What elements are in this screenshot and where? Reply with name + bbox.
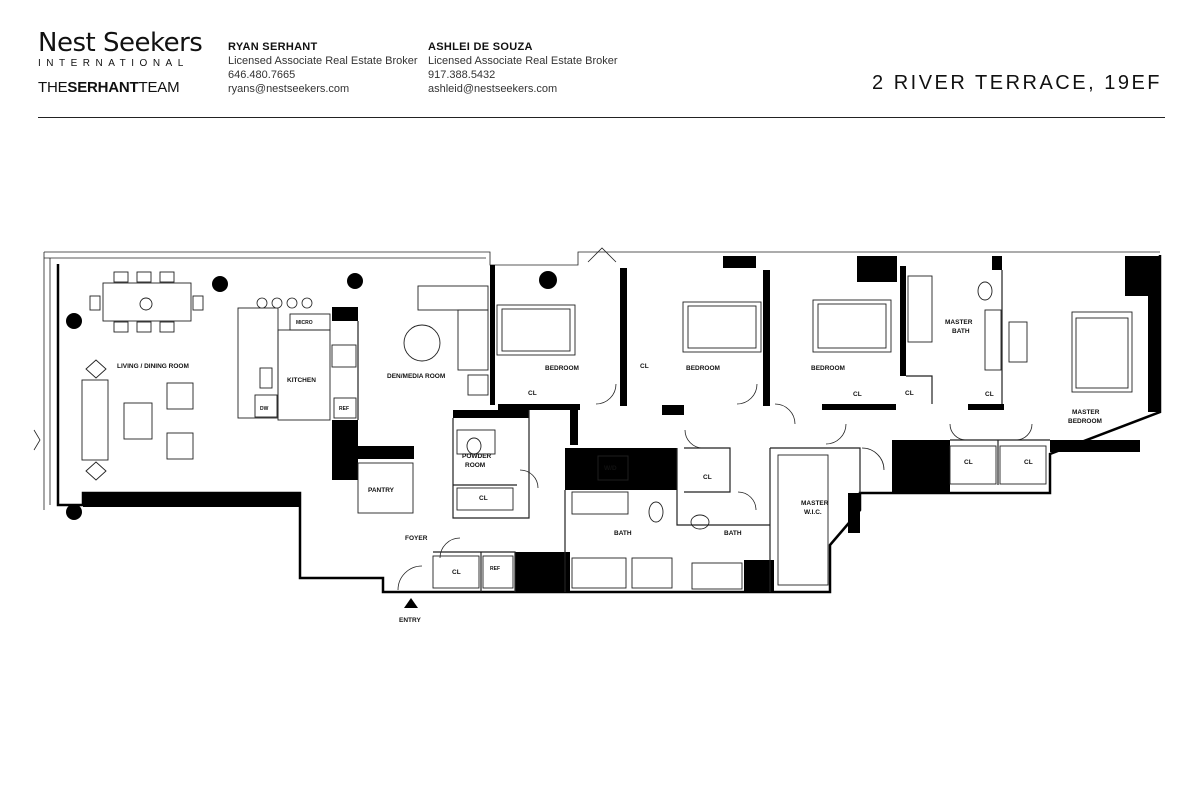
label-foyer: FOYER <box>405 535 428 542</box>
interior-walls <box>357 270 1050 592</box>
label-wic-2: W.I.C. <box>804 509 822 516</box>
agent-email: ashleid@nestseekers.com <box>428 83 558 95</box>
label-den: DEN/MEDIA ROOM <box>387 373 445 380</box>
team-name: THESERHANTTEAM <box>38 79 202 96</box>
agent-name: RYAN SERHANT <box>228 41 318 53</box>
label-cl-b3: CL <box>853 391 862 398</box>
label-cl-b1: CL <box>528 390 537 397</box>
label-bedroom-3: BEDROOM <box>811 365 845 372</box>
label-ref-foyer: REF <box>490 566 500 572</box>
brand-logo: Nest Seekers INTERNATIONAL THESERHANTTEA… <box>38 28 203 96</box>
exterior-outline <box>56 255 1162 594</box>
label-ref-kitchen: REF <box>339 406 349 412</box>
window-line <box>43 251 1160 510</box>
kitchen-counters <box>237 307 357 421</box>
closet-outlines <box>357 445 1047 589</box>
label-mbath-2: BATH <box>952 328 970 335</box>
agent-title: Licensed Associate Real Estate Broker <box>428 55 618 67</box>
label-pantry: PANTRY <box>368 487 395 494</box>
label-kitchen: KITCHEN <box>287 377 316 384</box>
label-bath-1: BATH <box>614 530 632 537</box>
label-mbed-1: MASTER <box>1072 409 1100 416</box>
agent-phone: 917.388.5432 <box>428 69 496 81</box>
team-pre: THE <box>38 79 68 96</box>
label-cl-mb1: CL <box>905 390 914 397</box>
walls <box>83 256 1160 592</box>
label-cl-powder: CL <box>479 495 488 502</box>
agent-phone: 646.480.7665 <box>228 69 296 81</box>
label-bedroom-2: BEDROOM <box>686 365 720 372</box>
label-dw: DW <box>260 406 269 412</box>
header-divider <box>38 117 1165 118</box>
property-address: 2 RIVER TERRACE, 19EF <box>872 72 1162 94</box>
dining-table <box>89 271 204 333</box>
agent-card-1: RYAN SERHANT Licensed Associate Real Est… <box>228 40 418 96</box>
label-cl-b2: CL <box>640 363 649 370</box>
living-furniture <box>81 359 194 481</box>
label-cl-m3: CL <box>964 459 973 466</box>
label-wic-1: MASTER <box>801 500 829 507</box>
header: Nest Seekers INTERNATIONAL THESERHANTTEA… <box>0 0 1200 118</box>
agent-email: ryans@nestseekers.com <box>228 83 350 95</box>
agent-name: ASHLEI DE SOUZA <box>428 41 533 53</box>
brand-name: Nest Seekers <box>38 28 203 58</box>
label-micro: MICRO <box>296 320 313 326</box>
label-cl-mb2: CL <box>985 391 994 398</box>
label-entry: ENTRY <box>399 617 421 624</box>
label-mbed-2: BEDROOM <box>1068 418 1102 425</box>
label-powder-1: POWDER <box>462 453 492 460</box>
label-cl-foyer: CL <box>452 569 461 576</box>
team-bold: SERHANT <box>67 79 139 96</box>
label-bedroom-1: BEDROOM <box>545 365 579 372</box>
label-cl-m4: CL <box>1024 459 1033 466</box>
den-furniture <box>403 285 489 396</box>
label-mbath-1: MASTER <box>945 319 973 326</box>
label-wd: W/D <box>604 465 617 472</box>
door-swings <box>33 247 1033 591</box>
beds <box>496 299 1133 393</box>
label-cl-bath2: CL <box>703 474 712 481</box>
brand-subtitle: INTERNATIONAL <box>38 58 189 69</box>
team-post: TEAM <box>138 79 180 96</box>
columns <box>66 271 557 520</box>
label-bath-2: BATH <box>724 530 742 537</box>
agent-title: Licensed Associate Real Estate Broker <box>228 55 418 67</box>
bath-fixtures <box>456 275 1002 590</box>
label-powder-2: ROOM <box>465 462 485 469</box>
entry-arrow-icon <box>404 598 418 608</box>
bar-stools <box>256 297 313 309</box>
label-living: LIVING / DINING ROOM <box>117 363 189 370</box>
agent-card-2: ASHLEI DE SOUZA Licensed Associate Real … <box>428 40 618 96</box>
